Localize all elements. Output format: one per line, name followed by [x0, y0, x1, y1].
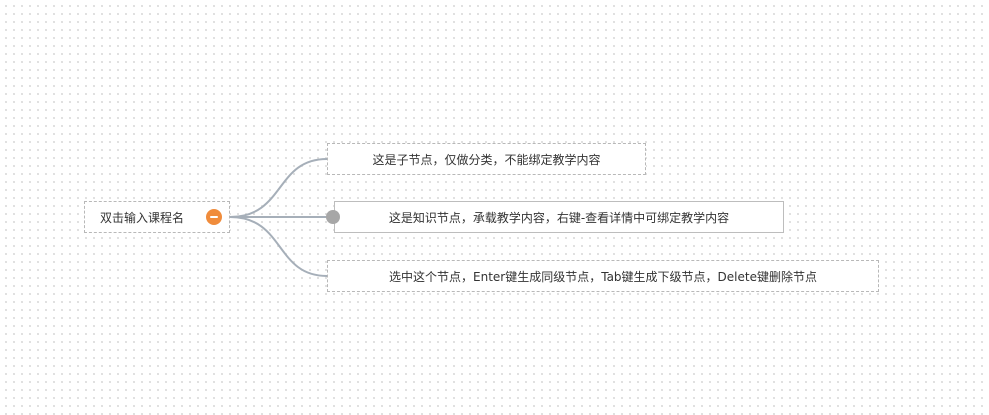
- connector-line-3: [229, 216, 328, 277]
- child-node-label: 这是子节点，仅做分类，不能绑定教学内容: [372, 152, 601, 167]
- node-drag-handle[interactable]: [326, 210, 340, 224]
- child-node-category[interactable]: 这是子节点，仅做分类，不能绑定教学内容: [327, 143, 646, 175]
- minus-circle-icon[interactable]: [206, 209, 222, 225]
- child-node-label: 选中这个节点，Enter键生成同级节点，Tab键生成下级节点，Delete键删除…: [389, 269, 817, 284]
- child-node-label: 这是知识节点，承载教学内容，右键-查看详情中可绑定教学内容: [388, 210, 730, 225]
- child-node-knowledge[interactable]: 这是知识节点，承载教学内容，右键-查看详情中可绑定教学内容: [334, 201, 784, 233]
- root-node[interactable]: 双击输入课程名: [84, 201, 230, 233]
- root-node-label: 双击输入课程名: [100, 210, 185, 225]
- connector-line-1: [229, 158, 328, 218]
- child-node-instructions[interactable]: 选中这个节点，Enter键生成同级节点，Tab键生成下级节点，Delete键删除…: [327, 260, 879, 292]
